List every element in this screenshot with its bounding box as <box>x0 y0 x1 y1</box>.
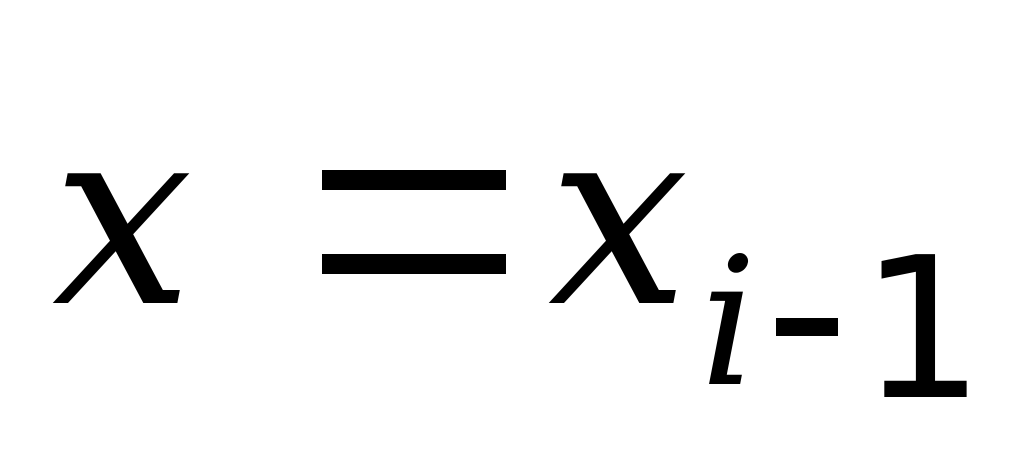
equals-sign-top-bar <box>322 170 506 190</box>
subscript-index-variable: i <box>700 219 757 426</box>
rhs-variable: x <box>548 71 689 362</box>
lhs-variable: x <box>52 71 193 362</box>
subscript-minus-sign <box>776 318 838 336</box>
subscript-constant: 1 <box>860 216 985 444</box>
equals-sign-bottom-bar <box>322 254 506 274</box>
